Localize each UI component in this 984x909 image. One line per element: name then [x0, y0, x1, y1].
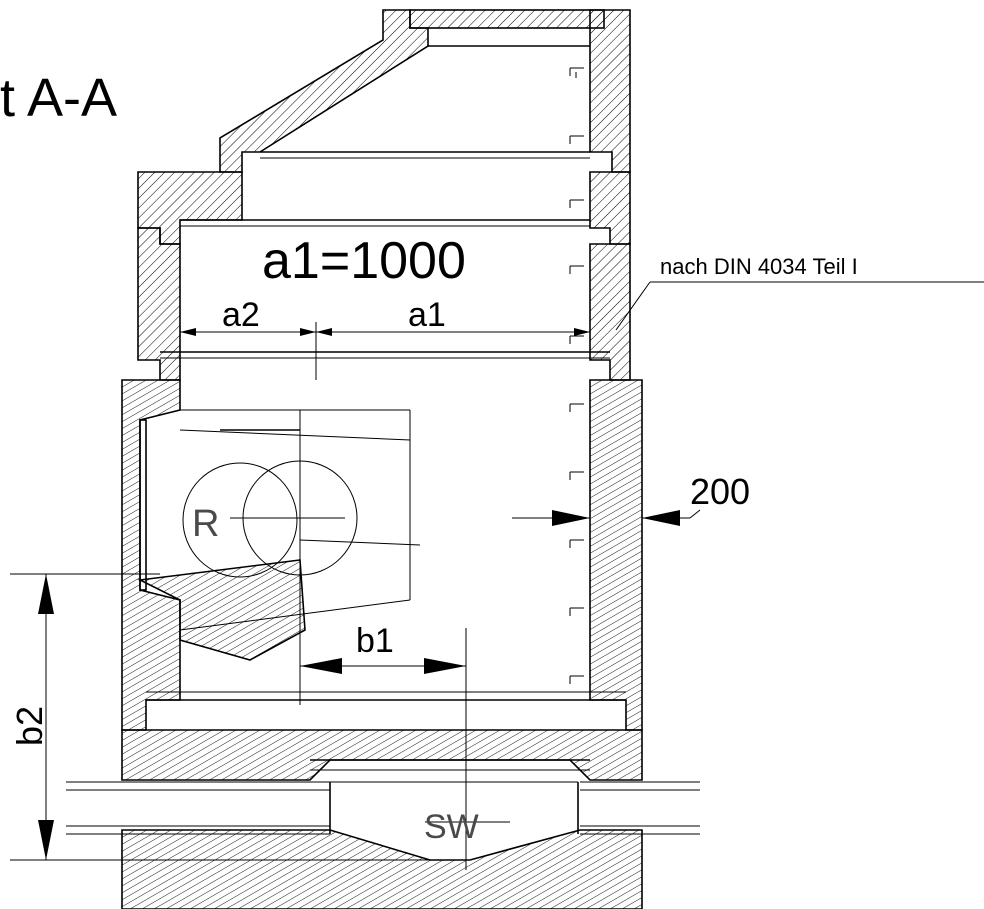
base-section	[121, 729, 643, 909]
shaft-ring-upper	[137, 227, 631, 381]
dimension-a	[180, 322, 590, 380]
b1-label: b1	[356, 622, 394, 660]
radius-label: R	[192, 503, 219, 545]
manhole-cover	[409, 9, 605, 29]
a1-label: a1	[408, 296, 446, 334]
bend-radius	[182, 460, 358, 578]
chamber-walls	[121, 379, 643, 731]
dimension-b1	[300, 628, 467, 870]
din-leader-line	[615, 281, 984, 331]
section-title: t A-A	[0, 68, 117, 128]
outlet-pipe	[66, 781, 700, 835]
a2-label: a2	[222, 296, 260, 334]
inlet-bench	[137, 409, 421, 705]
cone-section	[219, 9, 631, 173]
dimension-wall-200	[512, 509, 701, 526]
sw-label: SW	[424, 808, 479, 846]
a1-value-label: a1=1000	[262, 232, 466, 290]
b2-label: b2	[9, 706, 50, 746]
wall-thickness-label: 200	[690, 471, 750, 512]
din-note: nach DIN 4034 Teil I	[660, 254, 858, 279]
step-irons	[569, 67, 584, 684]
dimension-b2	[10, 573, 440, 861]
